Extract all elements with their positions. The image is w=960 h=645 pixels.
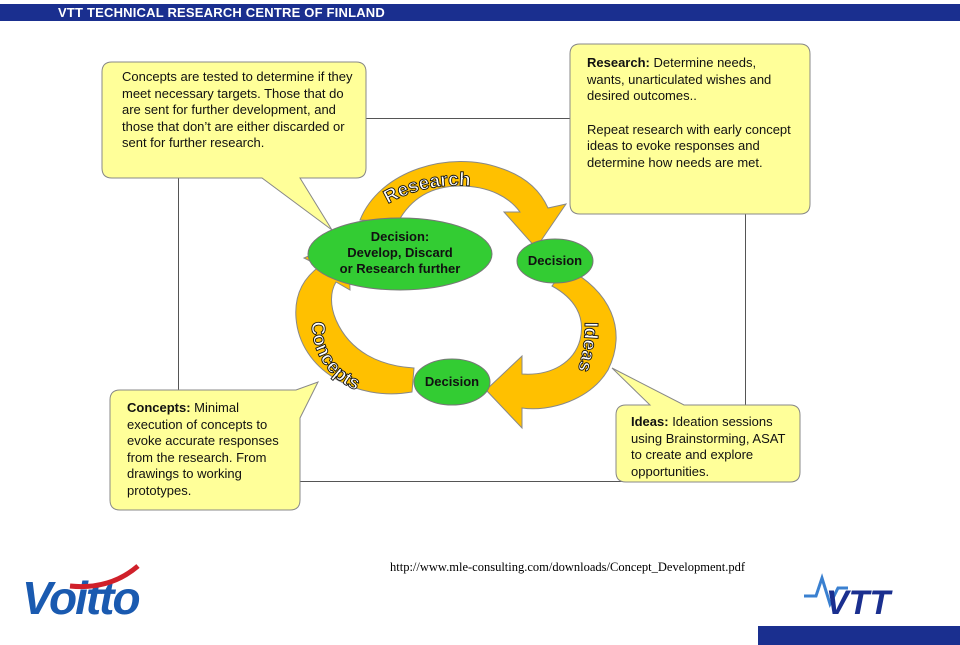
diagram-frame <box>178 118 746 482</box>
voitto-logo: Voitto <box>22 564 141 624</box>
callout-research-heading: Research: <box>587 55 650 70</box>
callout-ideas-text: Ideation sessions using Brainstorming, A… <box>631 414 786 479</box>
decision-main-line1: Decision: <box>370 229 430 244</box>
decision-main-line3: or Research further <box>339 261 461 276</box>
callout-testing-text: Concepts are tested to determine if they… <box>122 69 353 150</box>
arrow-ideas <box>485 267 617 430</box>
vtt-logo: VTT <box>804 573 893 622</box>
callout-bubble-concepts <box>109 381 320 511</box>
header-bar <box>0 4 960 21</box>
callout-ideas-heading: Ideas: <box>631 414 669 429</box>
arrow-concepts <box>295 237 415 395</box>
decision-main-label: Decision: Develop, Discard or Research f… <box>322 229 478 277</box>
decision-bottom-oval <box>413 358 491 406</box>
decision-right-oval <box>516 238 594 284</box>
decision-main-oval <box>307 217 493 291</box>
arrow-research <box>359 161 568 249</box>
callout-ideas: Ideas: Ideation sessions using Brainstor… <box>631 414 793 480</box>
callout-bubble-testing <box>101 61 367 231</box>
callout-concepts: Concepts: Minimal execution of concepts … <box>127 400 291 499</box>
decision-bottom-label: Decision <box>424 374 480 389</box>
callout-bubble-research <box>569 43 811 215</box>
source-url: http://www.mle-consulting.com/downloads/… <box>390 560 746 574</box>
svg-text:Voitto: Voitto <box>22 572 139 624</box>
callout-bubble-ideas <box>611 367 801 483</box>
decision-main-line2: Develop, Discard <box>347 245 453 260</box>
callout-testing: Concepts are tested to determine if they… <box>122 69 358 152</box>
footer-bar <box>758 626 960 645</box>
svg-text:VTT: VTT <box>826 584 893 622</box>
callout-concepts-text: Minimal execution of concepts to evoke a… <box>127 400 279 498</box>
callout-research: Research: Determine needs, wants, unarti… <box>587 55 797 171</box>
callout-concepts-heading: Concepts: <box>127 400 191 415</box>
decision-right-label: Decision <box>527 253 583 268</box>
callout-research-repeat: Repeat research with early concept ideas… <box>587 121 791 170</box>
header-title: VTT TECHNICAL RESEARCH CENTRE OF FINLAND <box>58 5 385 20</box>
arc-label-research: Research <box>380 169 471 208</box>
callout-research-text: Determine needs, wants, unarticulated wi… <box>587 55 772 103</box>
